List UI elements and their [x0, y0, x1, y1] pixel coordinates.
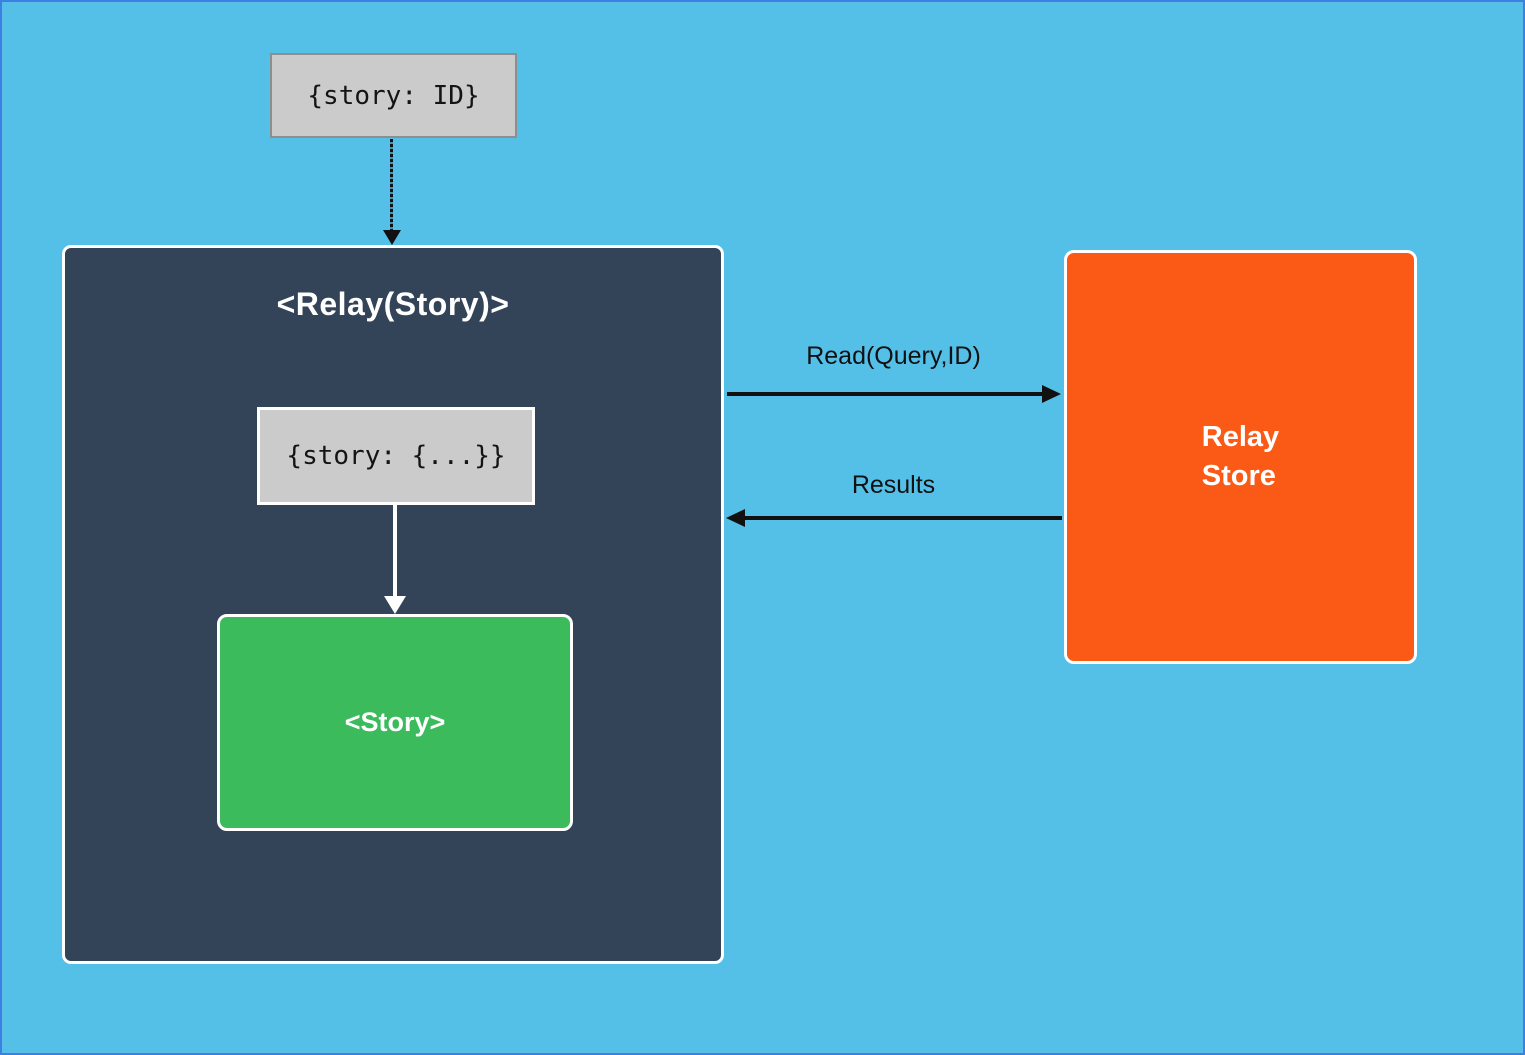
read-edge-line [727, 392, 1044, 396]
relay-story-title: <Relay(Story)> [276, 286, 510, 322]
arrow-id-to-relay-line [390, 139, 393, 232]
story-id-node: {story: ID} [270, 53, 517, 138]
story-props-node: {story: {...}} [257, 407, 535, 505]
story-component-node: <Story> [217, 614, 573, 831]
arrow-id-to-relay-head-icon [383, 230, 401, 245]
read-edge-label: Read(Query,ID) [806, 342, 981, 370]
relay-story-container: <Relay(Story)> {story: {...}} <Story> [62, 245, 724, 964]
arrow-props-to-story-head-icon [384, 596, 406, 614]
results-edge-label: Results [851, 471, 936, 499]
results-edge-arrowhead-icon [726, 509, 745, 527]
results-edge-line [744, 516, 1062, 520]
arrow-props-to-story-line [393, 505, 397, 598]
read-edge-arrowhead-icon [1042, 385, 1061, 403]
relay-store-node: Relay Store [1064, 250, 1417, 664]
